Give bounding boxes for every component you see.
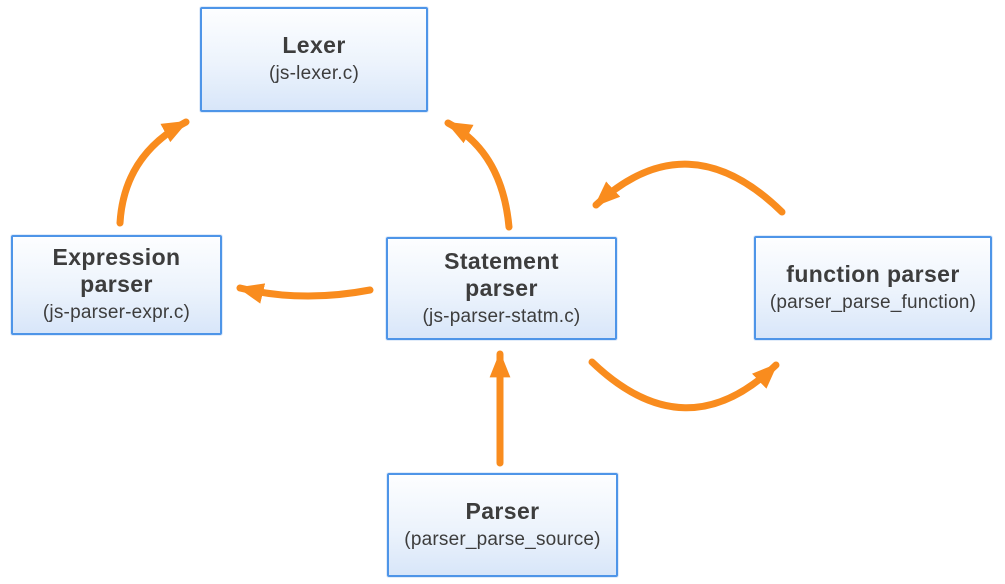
node-lexer-subtitle: (js-lexer.c) <box>268 63 359 85</box>
node-expression-parser-subtitle: (js-parser-expr.c) <box>42 302 191 324</box>
arrow-statement-parser-to-expression-parser <box>236 283 374 304</box>
node-statement-parser: Statement parser (js-parser-statm.c) <box>386 237 617 340</box>
node-function-parser: function parser (parser_parse_function) <box>754 236 992 340</box>
node-function-parser-subtitle: (parser_parse_function) <box>769 291 977 313</box>
node-lexer-title: Lexer <box>282 32 346 59</box>
arrow-expression-parser-to-lexer <box>116 118 190 227</box>
node-function-parser-title: function parser <box>786 260 960 287</box>
node-statement-parser-title: Statement parser <box>444 247 559 301</box>
node-parser-subtitle: (parser_parse_source) <box>404 528 601 550</box>
arrow-function-parser-to-statement-parser <box>592 160 786 216</box>
arrow-statement-parser-to-lexer <box>444 119 513 231</box>
node-parser-title: Parser <box>465 497 540 524</box>
node-expression-parser-title: Expression parser <box>52 244 181 298</box>
node-parser: Parser (parser_parse_source) <box>387 473 618 577</box>
node-statement-parser-subtitle: (js-parser-statm.c) <box>422 305 581 327</box>
arrow-statement-parser-to-function-parser <box>588 358 780 412</box>
node-expression-parser: Expression parser (js-parser-expr.c) <box>11 235 222 335</box>
node-lexer: Lexer (js-lexer.c) <box>200 7 428 112</box>
